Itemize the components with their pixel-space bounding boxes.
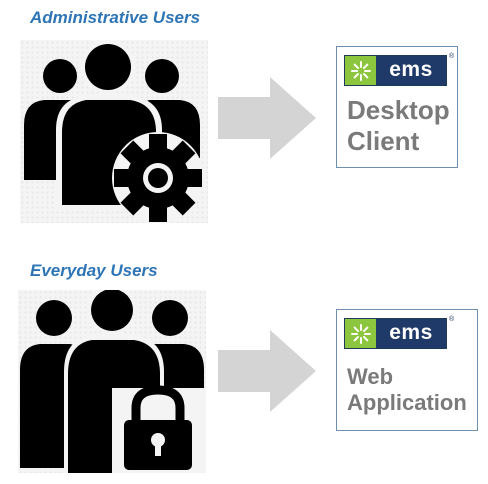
web-application-card: ems ® Web Application <box>336 309 478 431</box>
product-line: Desktop <box>347 95 450 125</box>
admin-users-gear-icon <box>20 40 208 223</box>
web-application-label: Web Application <box>347 364 467 417</box>
sunburst-icon <box>345 56 376 85</box>
ems-logo: ems <box>344 318 447 349</box>
product-line: Web <box>347 364 394 389</box>
ems-wordmark: ems <box>376 319 446 348</box>
sunburst-icon <box>345 319 376 348</box>
product-line: Client <box>347 126 420 157</box>
ems-logo: ems <box>344 55 447 86</box>
registered-mark: ® <box>449 316 455 323</box>
users-lock-icon <box>18 290 206 473</box>
everyday-users-title: Everyday Users <box>30 261 158 280</box>
desktop-client-card: ems ® Desktop Client <box>336 46 458 168</box>
desktop-client-label: Desktop Client <box>347 95 450 157</box>
product-line: Application <box>347 390 467 416</box>
admin-users-title: Administrative Users <box>30 8 201 27</box>
right-arrow-icon <box>218 330 316 412</box>
right-arrow-icon <box>218 77 316 159</box>
ems-wordmark: ems <box>376 56 446 85</box>
registered-mark: ® <box>449 53 455 60</box>
